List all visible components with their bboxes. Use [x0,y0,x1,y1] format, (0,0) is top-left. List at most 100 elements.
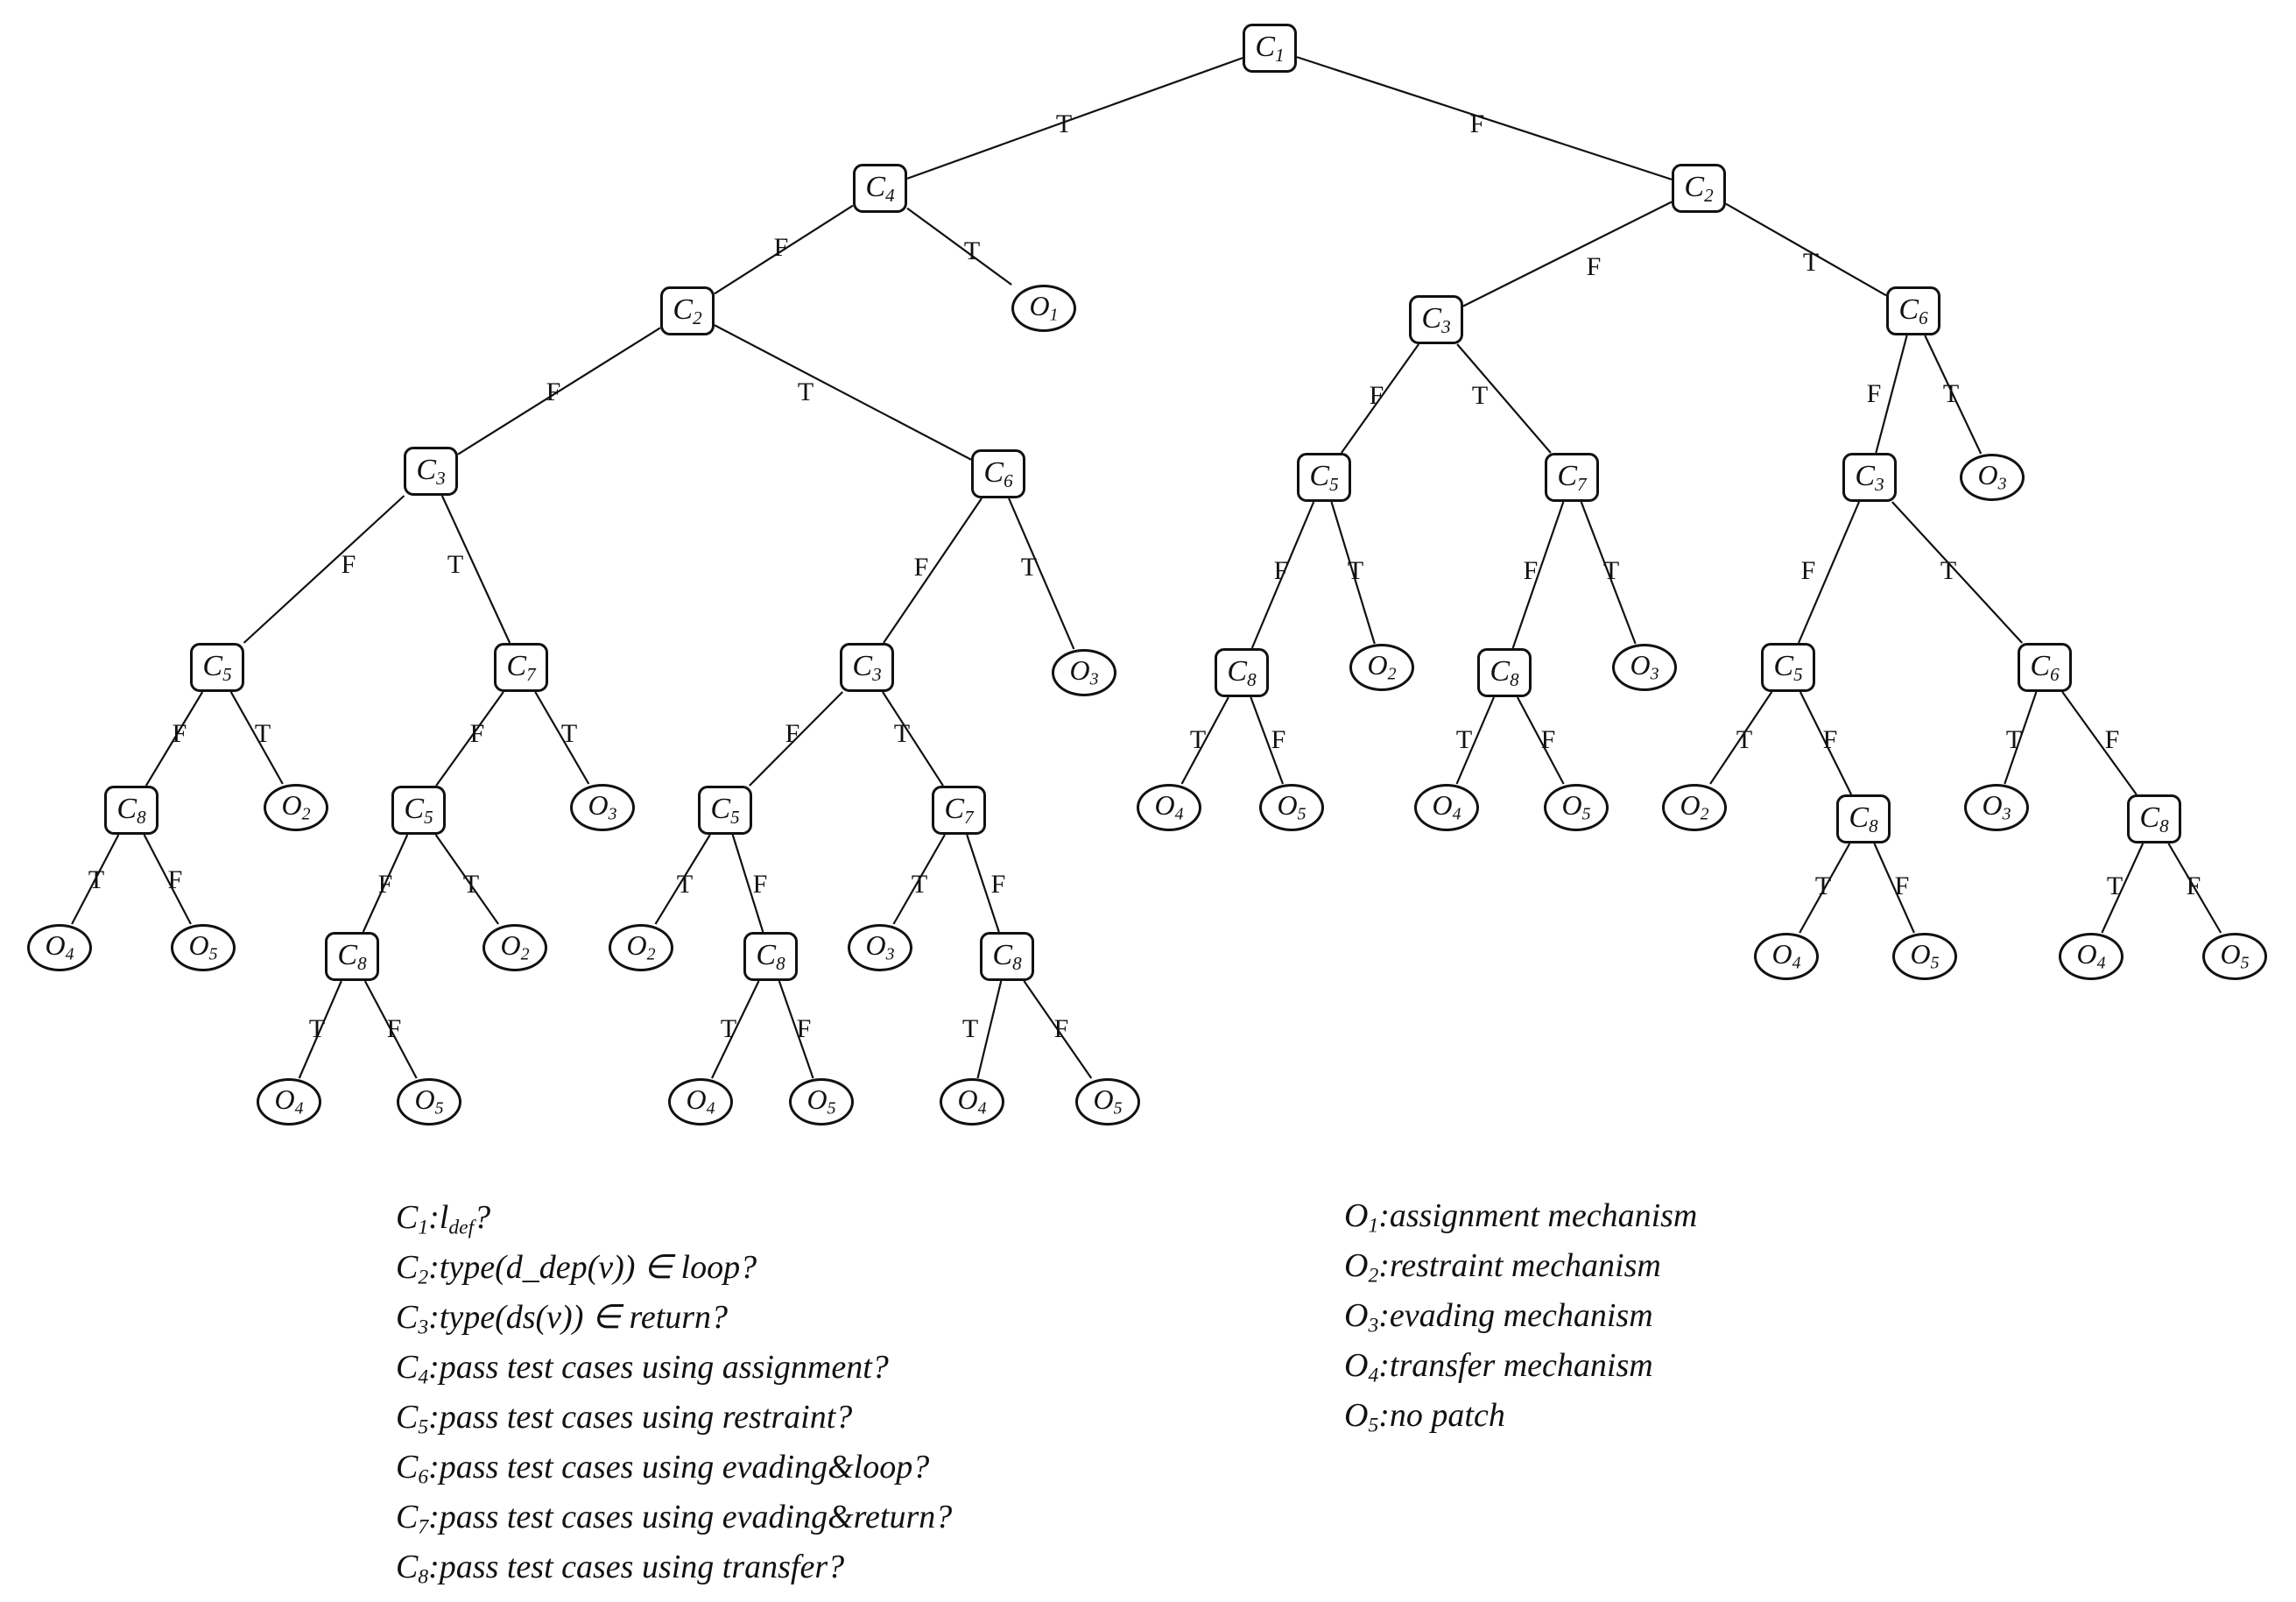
legend-key: C8: [396,1549,440,1589]
edge-label-false: F [1866,379,1882,408]
condition-node-c5: C5 [190,643,244,692]
tree-edge [1797,501,1861,644]
edge-label-false: F [1271,725,1286,754]
tree-edge [906,207,1012,286]
outcome-node-o5: O5 [1892,933,1957,980]
node-label: O4 [2076,938,2106,973]
edge-label-false: F [172,719,187,748]
outcome-node-o4: O4 [1414,784,1479,831]
condition-node-c5: C5 [698,786,752,835]
legend-key: O5: [1344,1397,1390,1437]
edge-label-false: F [913,553,929,582]
node-label: O3 [865,929,895,964]
outcome-node-o4: O4 [668,1078,733,1126]
edge-label-true: T [560,719,578,748]
legend-condition-row: C6:pass test cases using evading&loop? [396,1450,952,1489]
tree-edge [892,834,946,925]
condition-node-c1: C1 [1243,24,1297,73]
condition-node-c3: C3 [1409,295,1463,344]
edge-label-true: T [88,865,105,894]
legend-outcome-row: O3:evading mechanism [1344,1298,1697,1337]
condition-node-c3: C3 [404,447,458,496]
node-label: C3 [852,649,882,685]
node-label: C7 [1557,459,1587,495]
node-label: C3 [1421,301,1451,337]
legend-key: O2: [1344,1247,1390,1288]
node-label: O4 [274,1083,304,1119]
tree-edge [2167,843,2222,934]
legend-value: pass test cases using evading&return? [439,1499,953,1536]
node-label: C8 [337,938,367,974]
tree-edge [711,980,760,1079]
edge-label-true: T [893,719,911,748]
tree-edge [534,691,590,785]
node-label: C8 [992,938,1022,974]
tree-edge [1873,843,1915,934]
edge-label-false: F [2104,725,2120,754]
node-label: C8 [116,792,146,828]
legend-key: C1: [396,1199,440,1239]
edge-label-false: F [377,870,393,899]
node-label: C4 [865,170,895,206]
tree-edge [1799,843,1851,934]
outcome-node-o2: O2 [264,784,328,831]
edge-label-false: F [752,870,768,899]
tree-edge [1511,501,1565,649]
node-label: C8 [1227,654,1257,690]
node-label: C8 [2139,801,2169,836]
condition-node-c3: C3 [1842,453,1897,502]
outcome-node-o4: O4 [257,1078,321,1126]
legend-condition-row: C3:type(ds(v)) ∈ return? [396,1300,952,1339]
node-label: C8 [756,938,785,974]
node-label: C6 [2030,649,2060,685]
edge-label-true: T [1942,379,1960,408]
tree-edge [435,691,504,787]
edge-label-false: F [1586,252,1602,281]
outcome-node-o4: O4 [27,924,92,971]
legend-value: pass test cases using restraint? [439,1399,853,1436]
edge-label-false: F [167,865,183,894]
edge-label-true: T [1189,725,1207,754]
tree-edge [144,691,204,787]
condition-node-c6: C6 [2018,643,2072,692]
edge-label-false: F [796,1014,812,1043]
outcome-node-o3: O3 [1964,784,2029,831]
tree-edge [2061,691,2138,795]
node-label: C5 [202,649,232,685]
node-label: O3 [1982,789,2011,824]
edge-label-false: F [1273,556,1289,585]
tree-edge [298,980,342,1079]
edge-label-true: T [720,1014,737,1043]
outcome-node-o3: O3 [570,784,635,831]
outcome-node-o2: O2 [609,924,673,971]
condition-node-c3: C3 [840,643,894,692]
tree-edge [2004,691,2038,785]
condition-node-c2: C2 [660,286,715,335]
edge-label-true: T [308,1014,326,1043]
tree-edge [363,980,418,1079]
node-label: O5 [2220,938,2250,973]
edge-label-false: F [386,1014,402,1043]
node-label: C1 [1255,30,1285,66]
tree-edge [778,980,814,1079]
tree-edge [654,834,711,925]
tree-edge [1180,696,1229,785]
node-label: C5 [710,792,740,828]
edge-label-false: F [546,378,561,406]
condition-node-c5: C5 [391,786,446,835]
outcome-node-o5: O5 [2202,933,2267,980]
legend-outcome-row: O1:assignment mechanism [1344,1197,1697,1238]
legend-key: C2: [396,1249,440,1289]
node-label: C3 [416,453,446,489]
tree-edge [71,834,120,925]
edge-label-true: T [1471,381,1489,410]
node-label: C8 [1490,654,1519,690]
outcome-node-o2: O2 [482,924,547,971]
outcome-node-o5: O5 [397,1078,461,1126]
tree-edge [434,834,499,925]
tree-edge [976,980,1003,1079]
outcome-node-o5: O5 [1544,784,1609,831]
node-label: C8 [1849,801,1878,836]
condition-node-c8: C8 [325,932,379,981]
